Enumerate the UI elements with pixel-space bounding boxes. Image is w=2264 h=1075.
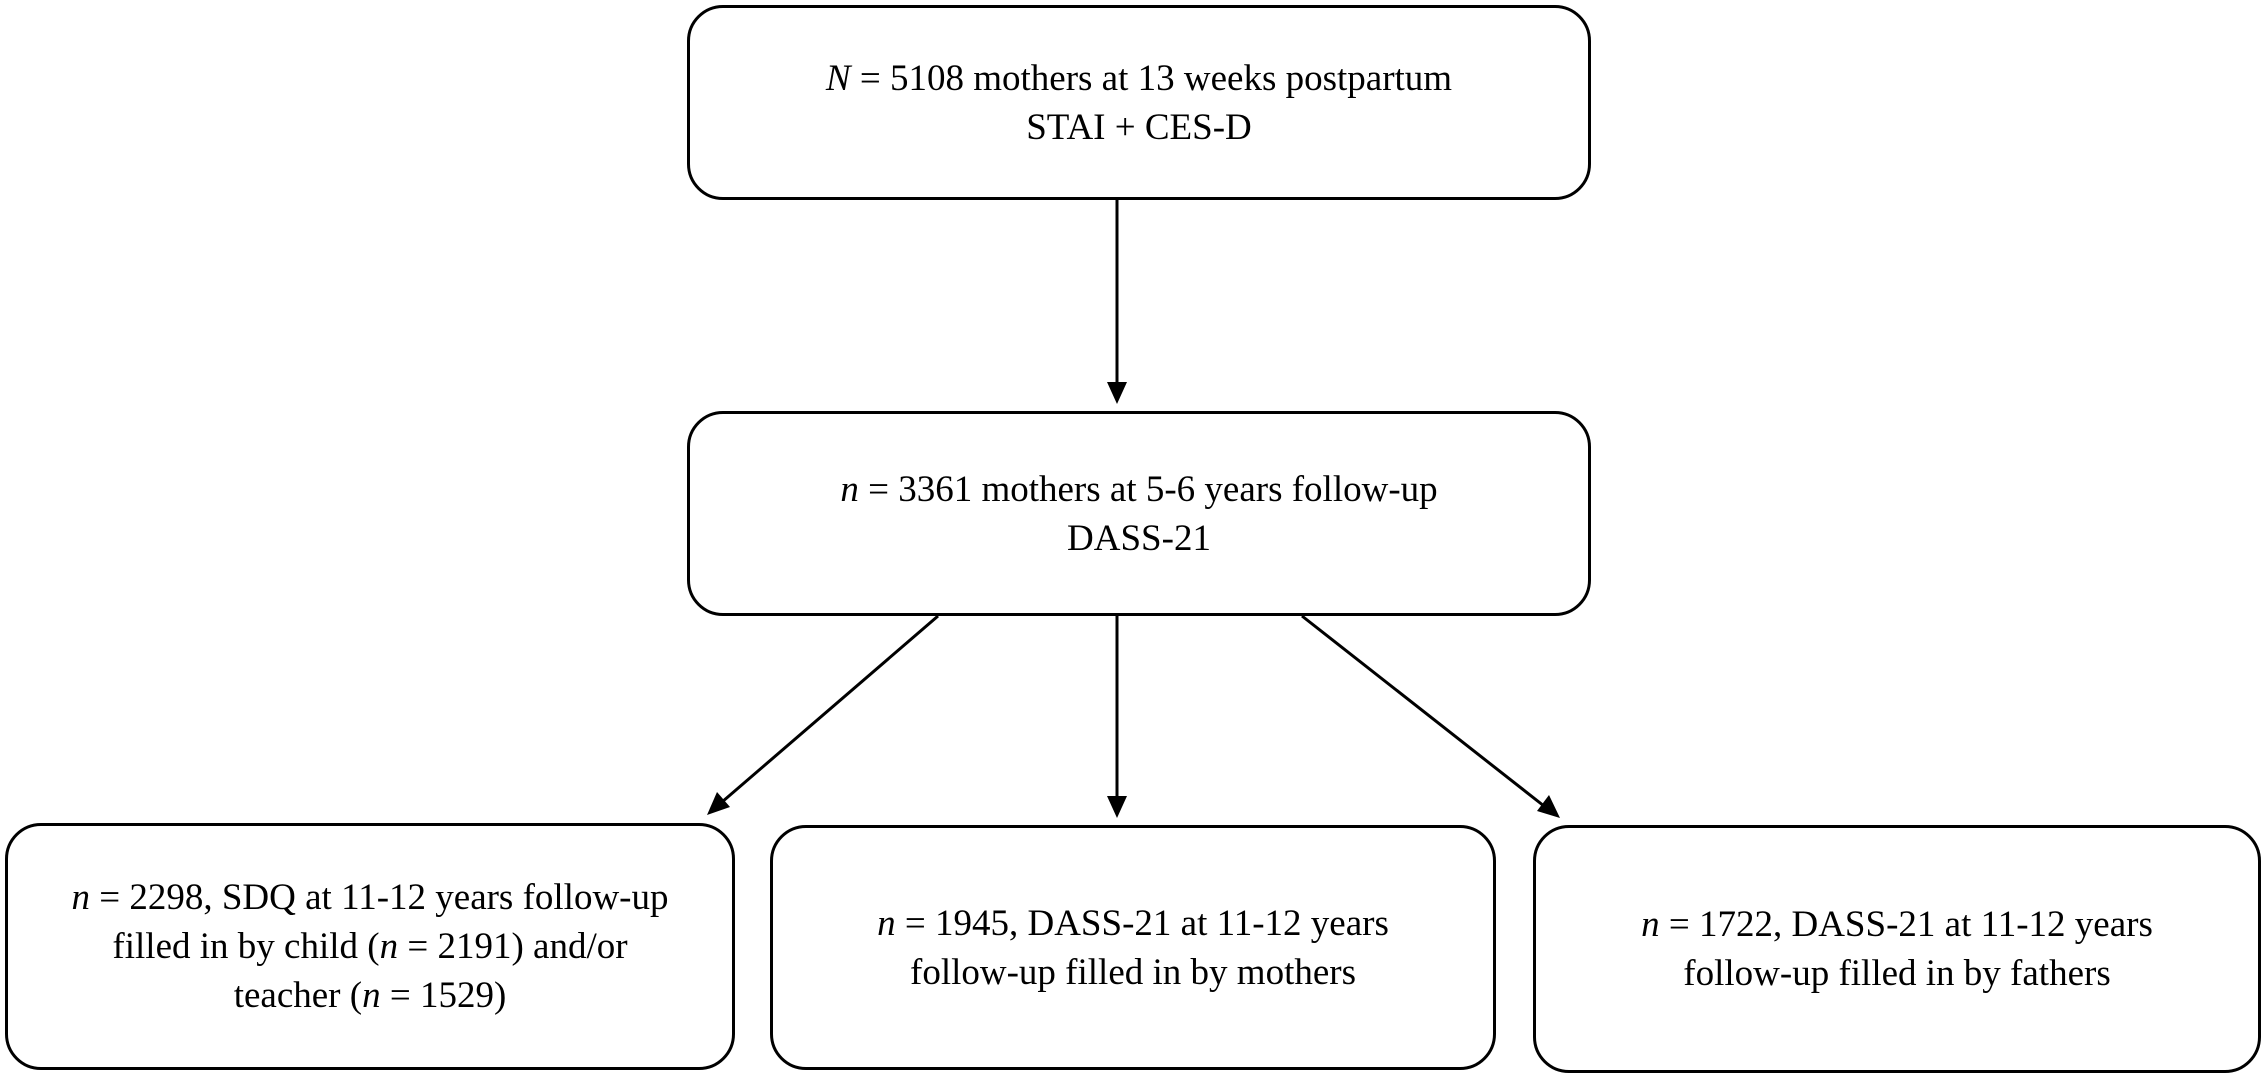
arrowhead-top-to-middle bbox=[1107, 382, 1127, 404]
arrow-middle-to-right bbox=[1301, 614, 1545, 808]
box-baseline-mothers: N = 5108 mothers at 13 weeks postpartum … bbox=[687, 5, 1591, 200]
sample-size-symbol: n bbox=[71, 877, 90, 918]
arrowhead-middle-to-left bbox=[707, 792, 730, 815]
box-sdq-child-teacher: n = 2298, SDQ at 11-12 years follow-up f… bbox=[5, 823, 735, 1070]
sample-size-symbol: N bbox=[825, 57, 851, 99]
box-dass21-fathers: n = 1722, DASS-21 at 11-12 years follow-… bbox=[1533, 825, 2261, 1073]
box-top-line-1: N = 5108 mothers at 13 weeks postpartum bbox=[825, 57, 1453, 99]
arrow-middle-to-left bbox=[721, 614, 939, 804]
box-left-line-1: n = 2298, SDQ at 11-12 years follow-up bbox=[71, 877, 669, 918]
box-mid-line-1: n = 3361 mothers at 5-6 years follow-up bbox=[840, 468, 1438, 510]
box-mid-line-2: DASS-21 bbox=[1067, 517, 1211, 559]
arrowhead-middle-to-center bbox=[1107, 796, 1127, 818]
arrowhead-middle-to-right bbox=[1537, 795, 1560, 818]
box-center-line-2: follow-up filled in by mothers bbox=[910, 951, 1356, 993]
sample-size-symbol: n bbox=[379, 926, 399, 967]
box-left-line-2: filled in by child (n = 2191) and/or bbox=[112, 926, 628, 967]
box-top-line-2: STAI + CES-D bbox=[1026, 106, 1252, 148]
sample-size-symbol: n bbox=[877, 902, 896, 944]
box-left-line-3: teacher (n = 1529) bbox=[233, 975, 507, 1016]
box-dass21-mothers: n = 1945, DASS-21 at 11-12 years follow-… bbox=[770, 825, 1496, 1070]
box-right-line-2: follow-up filled in by fathers bbox=[1683, 953, 2111, 994]
box-center-line-1: n = 1945, DASS-21 at 11-12 years bbox=[877, 902, 1389, 944]
box-right-line-1: n = 1722, DASS-21 at 11-12 years bbox=[1641, 904, 2153, 945]
sample-size-symbol: n bbox=[1641, 904, 1660, 945]
box-5-6-years-followup: n = 3361 mothers at 5-6 years follow-up … bbox=[687, 411, 1591, 616]
sample-size-symbol: n bbox=[362, 975, 381, 1016]
sample-size-symbol: n bbox=[840, 468, 859, 510]
